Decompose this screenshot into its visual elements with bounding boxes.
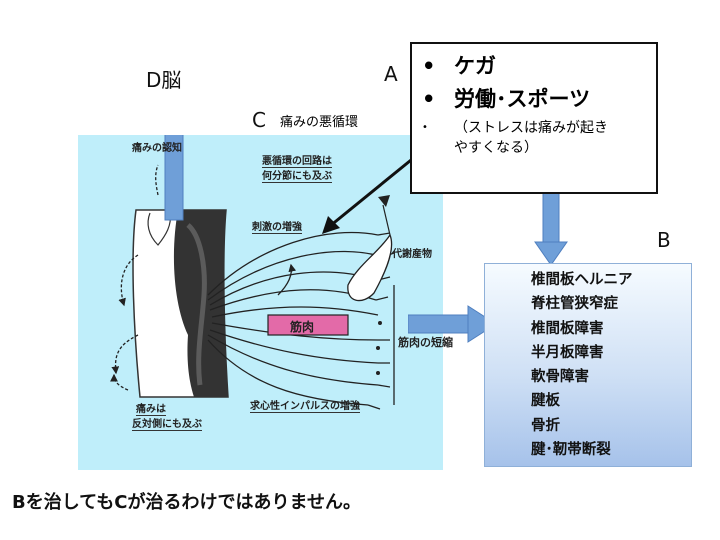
cause-item-text: （ストレスは痛みが起き やすくなる）	[454, 120, 608, 156]
pain-cycle-diagram	[110, 135, 395, 410]
cause-item-text: ケガ	[454, 54, 496, 78]
bullet: •	[422, 54, 436, 78]
diagnosis-item: 半月板障害	[531, 344, 604, 361]
cause-box-a: • ケガ • 労働･スポーツ • （ストレスは痛みが起き やすくなる）	[410, 42, 658, 194]
label-c-caption: 痛みの悪循環	[280, 115, 359, 130]
vicious-cycle-route-label: 悪循環の回路は	[262, 152, 332, 168]
diagnosis-item: 軟骨障害	[531, 369, 589, 386]
cause-item: • ケガ	[422, 50, 646, 83]
cause-item: • （ストレスは痛みが起き やすくなる）	[422, 118, 646, 158]
cause-item: • 労働･スポーツ	[422, 83, 646, 116]
centripetal-impulse-label: 求心性インパルスの増強	[250, 397, 360, 413]
arrow-a-to-diagram	[322, 154, 417, 234]
diagnosis-item: 腱･靭帯断裂	[531, 442, 611, 459]
diagnosis-item: 脊柱管狭窄症	[531, 296, 618, 313]
spinal-cord	[132, 209, 229, 398]
arrow-muscle-to-b	[408, 305, 497, 343]
diagnosis-item: 腱板	[531, 393, 560, 410]
label-d: D脳	[146, 68, 182, 92]
label-b: B	[657, 228, 671, 252]
label-a: A	[384, 62, 398, 86]
diagnosis-item: 椎間板ヘルニア	[531, 272, 633, 288]
bullet: •	[422, 87, 436, 111]
conclusion-text: Bを治してもCが治るわけではありません。	[12, 492, 361, 513]
cause-item-text: 労働･スポーツ	[454, 87, 591, 111]
ganglion-shape	[347, 195, 393, 302]
opposite-side-label: 反対側にも及ぶ	[132, 415, 202, 431]
arrow-a-to-b	[534, 192, 568, 266]
arrow-to-brain	[164, 135, 184, 221]
nerve-fibers	[110, 164, 395, 410]
muscle-shortening-label: 筋肉の短縮	[398, 336, 453, 349]
muscle-box	[267, 314, 349, 336]
pain-recognition-label: 痛みの認知	[132, 143, 182, 154]
pain-is-label: 痛みは	[136, 400, 166, 416]
metabolites-label: 代謝産物	[392, 249, 432, 260]
diagnosis-item: 椎間板障害	[531, 320, 604, 337]
diagnosis-box-b: 椎間板ヘルニア 脊柱管狭窄症 椎間板障害 半月板障害 軟骨障害 腱板 骨折 腱･…	[484, 263, 692, 467]
bullet: •	[422, 122, 428, 133]
fiber-dots	[376, 321, 382, 375]
muscle-label: 筋肉	[290, 320, 315, 334]
stimulus-increase-label: 刺激の増強	[252, 218, 302, 234]
diagnosis-item: 骨折	[531, 417, 560, 434]
multiple-segments-label: 何分節にも及ぶ	[262, 167, 332, 183]
label-c: C	[252, 108, 266, 132]
